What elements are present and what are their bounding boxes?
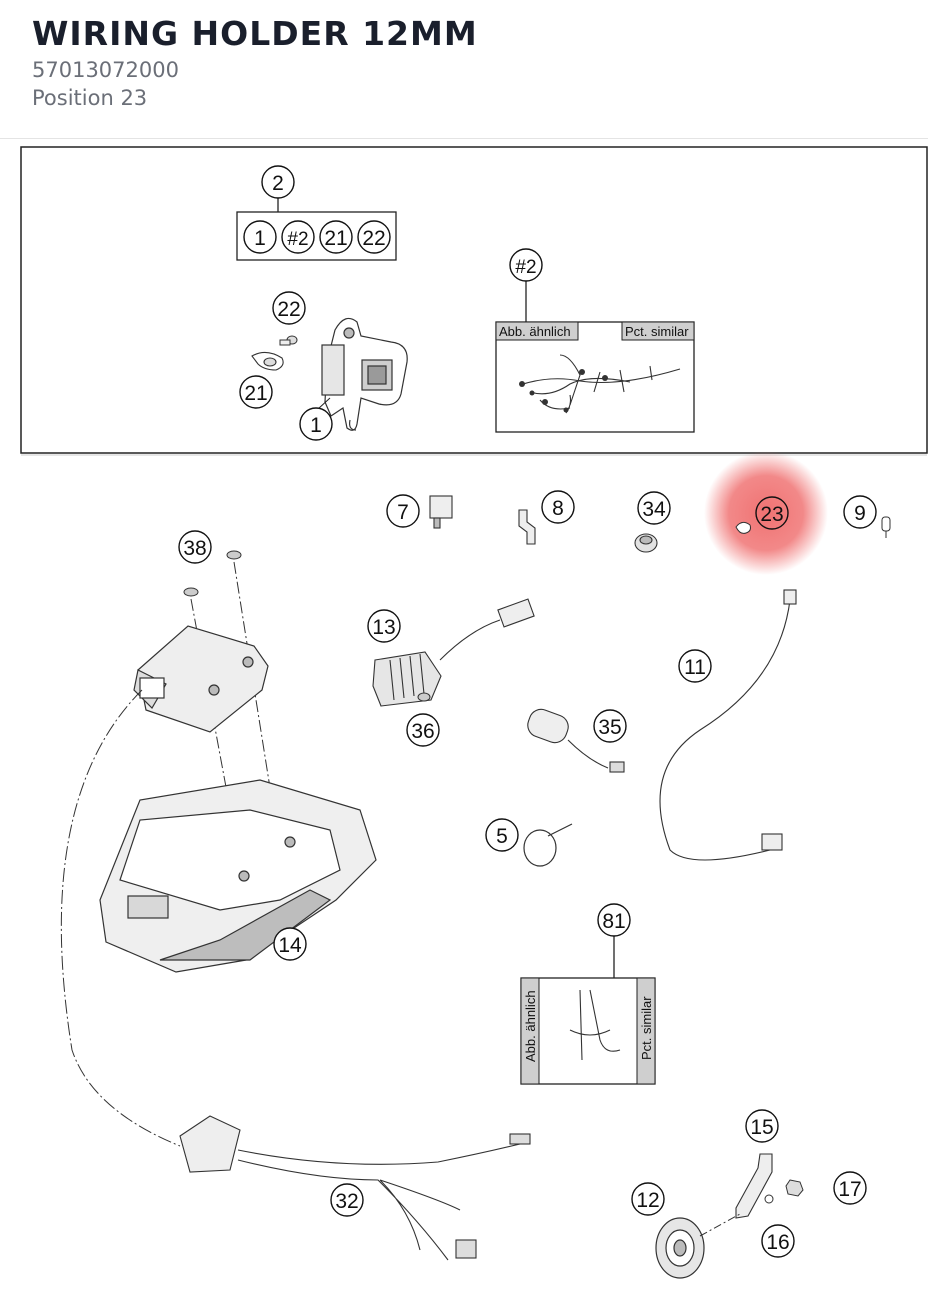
callout-group-22[interactable]: 22 — [357, 220, 391, 254]
callout-23[interactable]: 23 — [755, 496, 789, 530]
wiring-holder-12mm — [735, 521, 751, 534]
callout-35[interactable]: 35 — [593, 709, 627, 743]
svg-text:22: 22 — [362, 227, 385, 250]
similar-label-en: Pct. similar — [625, 324, 689, 339]
callout-2[interactable]: 2 — [261, 165, 295, 199]
callout-14[interactable]: 14 — [273, 927, 307, 961]
callout-group-hash2[interactable]: #2 — [281, 220, 315, 254]
svg-text:38: 38 — [183, 537, 206, 560]
relay — [429, 495, 453, 529]
svg-text:17: 17 — [838, 1178, 861, 1201]
clamp-screw — [279, 335, 298, 346]
harness-similar-box — [495, 321, 695, 433]
callout-34[interactable]: 34 — [637, 491, 671, 525]
callout-11[interactable]: 11 — [678, 649, 712, 683]
callout-12[interactable]: 12 — [631, 1182, 665, 1216]
svg-text:16: 16 — [766, 1231, 789, 1254]
callout-21[interactable]: 21 — [239, 375, 273, 409]
callout-group-1[interactable]: 1 — [243, 220, 277, 254]
callout-17[interactable]: 17 — [833, 1171, 867, 1205]
mounting-plate — [518, 509, 536, 545]
sensor-harness — [179, 1115, 531, 1261]
washer — [764, 1194, 774, 1204]
horn-bracket — [735, 1153, 773, 1219]
svg-text:21: 21 — [244, 382, 267, 405]
screws — [183, 550, 242, 597]
callout-group-21[interactable]: 21 — [319, 220, 353, 254]
svg-text:32: 32 — [335, 1190, 358, 1213]
rubber-grommet — [634, 533, 658, 553]
svg-text:22: 22 — [277, 298, 300, 321]
svg-text:#2: #2 — [287, 229, 308, 250]
svg-text:21: 21 — [324, 227, 347, 250]
callout-7[interactable]: 7 — [386, 494, 420, 528]
callout-hash2[interactable]: #2 — [509, 248, 543, 282]
svg-text:7: 7 — [397, 501, 409, 524]
sub-harness-similar-box — [520, 977, 656, 1085]
regulator-screw — [417, 692, 431, 702]
svg-text:1: 1 — [254, 227, 266, 250]
connecting-cable — [659, 589, 797, 861]
base-tray — [99, 779, 377, 973]
svg-text:9: 9 — [854, 502, 866, 525]
svg-text:1: 1 — [310, 414, 322, 437]
svg-text:35: 35 — [598, 716, 621, 739]
svg-text:23: 23 — [760, 503, 783, 526]
svg-text:8: 8 — [552, 497, 564, 520]
svg-text:15: 15 — [750, 1116, 773, 1139]
similar-label-de: Abb. ähnlich — [499, 324, 571, 339]
callout-15[interactable]: 15 — [745, 1109, 779, 1143]
svg-text:13: 13 — [372, 616, 395, 639]
horn — [655, 1217, 705, 1279]
svg-text:12: 12 — [636, 1189, 659, 1212]
svg-text:36: 36 — [411, 720, 434, 743]
page-title: WIRING HOLDER 12MM — [32, 14, 478, 53]
cable-tie — [523, 823, 573, 867]
svg-text:34: 34 — [642, 498, 666, 521]
svg-text:11: 11 — [684, 656, 706, 679]
detail-box — [20, 146, 928, 454]
control-unit — [133, 625, 269, 733]
callout-8[interactable]: 8 — [541, 490, 575, 524]
svg-text:2: 2 — [272, 172, 284, 195]
callout-13[interactable]: 13 — [367, 609, 401, 643]
wiring-holder-bracket — [321, 317, 408, 431]
svg-text:#2: #2 — [515, 257, 536, 278]
callout-1[interactable]: 1 — [299, 407, 333, 441]
callout-36[interactable]: 36 — [406, 713, 440, 747]
svg-text:14: 14 — [278, 934, 302, 957]
page-header: WIRING HOLDER 12MM 57013072000 Position … — [0, 0, 928, 139]
callout-38[interactable]: 38 — [178, 530, 212, 564]
position-highlight — [704, 451, 828, 575]
similar-label-en-2: Pct. similar — [639, 996, 654, 1060]
callout-22[interactable]: 22 — [272, 291, 306, 325]
callout-81[interactable]: 81 — [597, 903, 631, 937]
svg-text:81: 81 — [602, 910, 625, 933]
nut — [785, 1179, 804, 1197]
sub-harness — [569, 989, 621, 1061]
callout-16[interactable]: 16 — [761, 1224, 795, 1258]
cable-clamp — [251, 351, 284, 371]
position-label: Position 23 — [32, 86, 148, 110]
callout-32[interactable]: 32 — [330, 1183, 364, 1217]
similar-label-de-2: Abb. ähnlich — [523, 990, 538, 1062]
set-group-box — [236, 211, 397, 261]
part-number: 57013072000 — [32, 58, 179, 82]
callout-5[interactable]: 5 — [485, 818, 519, 852]
voltage-regulator — [372, 598, 535, 707]
capacitor — [527, 708, 625, 773]
bulb — [881, 516, 891, 538]
svg-text:5: 5 — [496, 825, 508, 848]
callout-9[interactable]: 9 — [843, 495, 877, 529]
